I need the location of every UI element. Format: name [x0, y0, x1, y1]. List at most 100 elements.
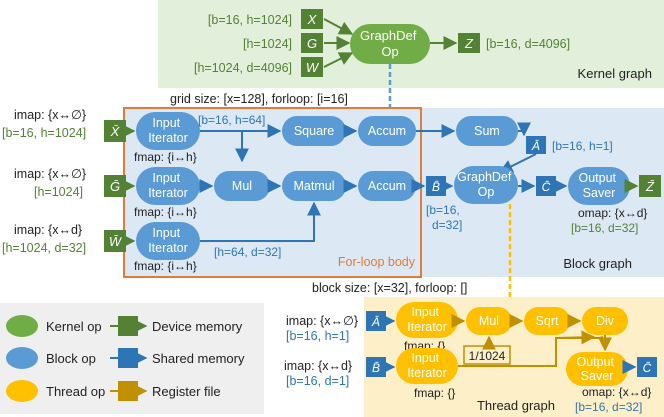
block-input-iterator-g — [136, 167, 200, 205]
block-op-icon — [6, 347, 38, 369]
kernel-graphdef-op — [350, 24, 430, 64]
block-input-iterator-x — [136, 112, 200, 150]
iterator-line1: Input — [152, 226, 180, 240]
block-graph: grid size: [x=128], forloop: [i=16] Bloc… — [2, 92, 664, 278]
kernel-input-x-dims: [b=16, h=1024] — [208, 13, 292, 27]
kernel-input-g-dims: [h=1024] — [243, 37, 292, 51]
block-graphdef-op — [454, 166, 518, 204]
device-memory-icon — [104, 175, 126, 197]
block-input-iterator-g-label: Input Iterator — [148, 171, 188, 200]
thread-output-saver-label: Output Saver — [576, 355, 617, 383]
block-square-op — [282, 116, 346, 146]
iterator-line2: Iterator — [148, 131, 188, 145]
thread-sqrt-op-label: Sqrt — [536, 314, 559, 328]
block-input-g-dims: [h=1024] — [34, 185, 83, 199]
thread-graph-config: block size: [x=32], forloop: [] — [312, 281, 467, 295]
thread-input-b-label: B̄ — [372, 361, 380, 375]
forloop-body-label: For-loop body — [338, 255, 416, 269]
thread-sqrt-op — [524, 307, 570, 335]
kernel-output-z-label: Z — [464, 36, 474, 51]
kernel-input-g-label: G — [307, 36, 317, 51]
iterator-line1: Input — [411, 305, 439, 319]
edge-label-b-line2: d=32] — [432, 218, 462, 232]
block-input-w-dims: [h=1024, d=32] — [2, 241, 86, 255]
legend-thread-op-label: Thread op — [46, 384, 105, 399]
thread-graph: block size: [x=32], forloop: [] Thread g… — [284, 281, 664, 417]
kernel-graph: Kernel graph [b=16, h=1024] X [h=1024] G… — [158, 0, 664, 88]
block-input-iterator-w-fmap: fmap: {i↔h} — [134, 259, 197, 273]
block-tensor-b-label: B̄ — [432, 180, 440, 194]
output-saver-line1: Output — [576, 355, 614, 369]
thread-output-omap: omap: {x↔d} — [582, 385, 651, 399]
block-tensor-a-label: Ā — [531, 139, 540, 153]
legend-register-file-label: Register file — [152, 384, 221, 399]
block-tensor-z-label: Z̄ — [645, 179, 655, 194]
iterator-line1: Input — [152, 171, 180, 185]
device-memory-icon — [301, 9, 323, 29]
kernel-graphdef-op-line2: Op — [381, 44, 398, 59]
thread-op-icon — [6, 380, 38, 402]
thread-input-iterator-a-label: Input Iterator — [407, 305, 447, 334]
iterator-line2: Iterator — [148, 241, 188, 255]
thread-mul-op — [466, 307, 512, 335]
block-sum-op — [456, 116, 518, 146]
block-input-x-label: X̄ — [110, 124, 121, 139]
block-graphdef-line1: GraphDef — [457, 170, 512, 184]
legend-shared-memory-label: Shared memory — [152, 351, 245, 366]
output-saver-line1: Output — [578, 171, 616, 185]
device-memory-icon — [301, 33, 323, 53]
shared-memory-icon — [366, 357, 386, 377]
shared-memory-icon — [526, 136, 546, 154]
kernel-edge — [323, 18, 354, 35]
device-memory-icon — [301, 57, 323, 77]
block-graphdef-op-label: GraphDef Op — [457, 170, 515, 199]
block-graph-config: grid size: [x=128], forloop: [i=16] — [170, 92, 348, 106]
block-input-iterator-w-label: Input Iterator — [148, 226, 188, 255]
thread-output-dims: [b=16, d=32] — [575, 400, 642, 414]
kernel-input-w-label: W — [306, 60, 320, 75]
block-edge-label-w-iter: [h=64, d=32] — [214, 245, 281, 259]
thread-input-a-dims: [b=16, h=1] — [286, 329, 349, 343]
block-input-iterator-w — [136, 222, 200, 260]
block-input-x-dims: [b=16, h=1024] — [2, 126, 86, 140]
block-mul-op — [214, 171, 270, 201]
kernel-graphdef-op-label: GraphDef Op — [360, 28, 420, 59]
thread-input-iterator-a — [396, 302, 458, 338]
device-memory-icon — [104, 120, 126, 142]
kernel-edge — [323, 52, 354, 68]
thread-input-iterator-b — [396, 348, 458, 384]
block-tensor-c-label: C̄ — [542, 180, 551, 194]
output-saver-line2: Saver — [583, 186, 616, 200]
edge-label-b-line1: [b=16, — [426, 203, 460, 217]
thread-constant-label: 1/1024 — [469, 349, 506, 363]
shared-memory-icon — [637, 357, 657, 377]
device-memory-icon — [639, 175, 661, 197]
thread-graph-title: Thread graph — [477, 398, 555, 413]
block-mul-op-label: Mul — [232, 179, 252, 193]
block-input-iterator-x-label: Input Iterator — [148, 116, 188, 145]
legend-block-op-label: Block op — [46, 351, 96, 366]
block-input-iterator-g-fmap: fmap: {i↔h} — [134, 205, 197, 219]
device-memory-icon — [104, 230, 126, 252]
block-output-omap: omap: {x↔d} — [578, 206, 647, 220]
block-accum-op-top — [358, 116, 416, 146]
block-output-saver-label: Output Saver — [578, 171, 619, 200]
thread-input-a-label: Ā — [371, 315, 380, 329]
thread-input-iterator-b-fmap: fmap: {} — [414, 386, 455, 400]
iterator-line1: Input — [152, 116, 180, 130]
shared-memory-icon — [366, 311, 386, 331]
block-edge-label-x-iter: [b=16, h=64] — [198, 113, 265, 127]
legend-kernel-op-label: Kernel op — [46, 319, 102, 334]
iterator-line2: Iterator — [148, 186, 188, 200]
legend: Kernel op Block op Thread op Device memo… — [0, 303, 264, 414]
block-square-op-label: Square — [294, 124, 334, 138]
kernel-op-icon — [6, 315, 38, 337]
kernel-input-w-dims: [h=1024, d=4096] — [194, 61, 292, 75]
device-memory-icon — [458, 33, 480, 53]
block-input-w-label: W̄ — [109, 234, 123, 249]
block-accum-op-top-label: Accum — [368, 124, 406, 138]
block-edge-label-a: [b=16, h=1] — [552, 139, 613, 153]
thread-mul-op-label: Mul — [479, 314, 499, 328]
thread-edge — [555, 330, 596, 345]
